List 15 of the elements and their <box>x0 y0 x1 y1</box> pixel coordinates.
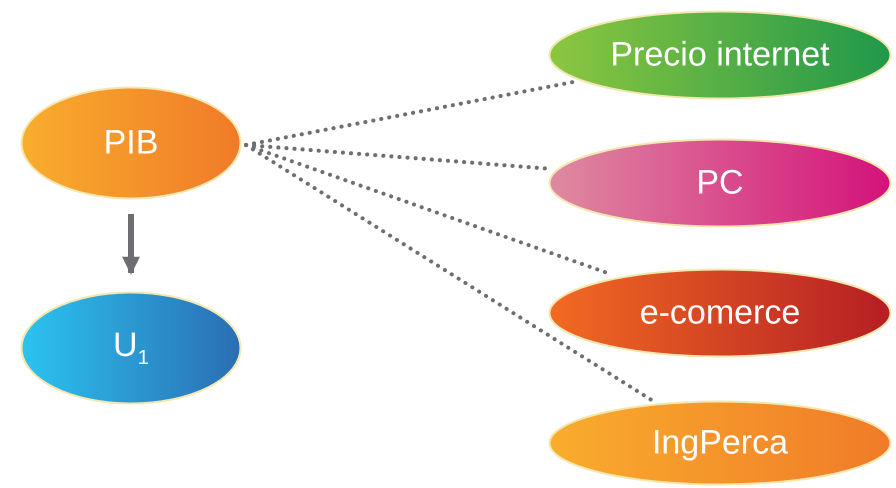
ellipse-node <box>548 10 892 100</box>
arrow <box>122 214 140 275</box>
ellipse-node <box>20 291 242 405</box>
dotted-connector <box>244 80 576 147</box>
ellipse-node <box>548 268 892 358</box>
node-label: e-comerce <box>638 294 802 332</box>
node-label: PIB <box>102 124 160 162</box>
node-label: IngPerca <box>650 424 790 462</box>
ellipse-node <box>20 86 242 200</box>
node-label: PC <box>695 164 745 202</box>
node-label: U$_{1}$ <box>112 326 150 370</box>
ellipse-node <box>548 138 892 228</box>
ellipse-node <box>548 400 892 486</box>
node-label: Precio internet <box>609 36 831 74</box>
dotted-connector <box>244 143 654 402</box>
